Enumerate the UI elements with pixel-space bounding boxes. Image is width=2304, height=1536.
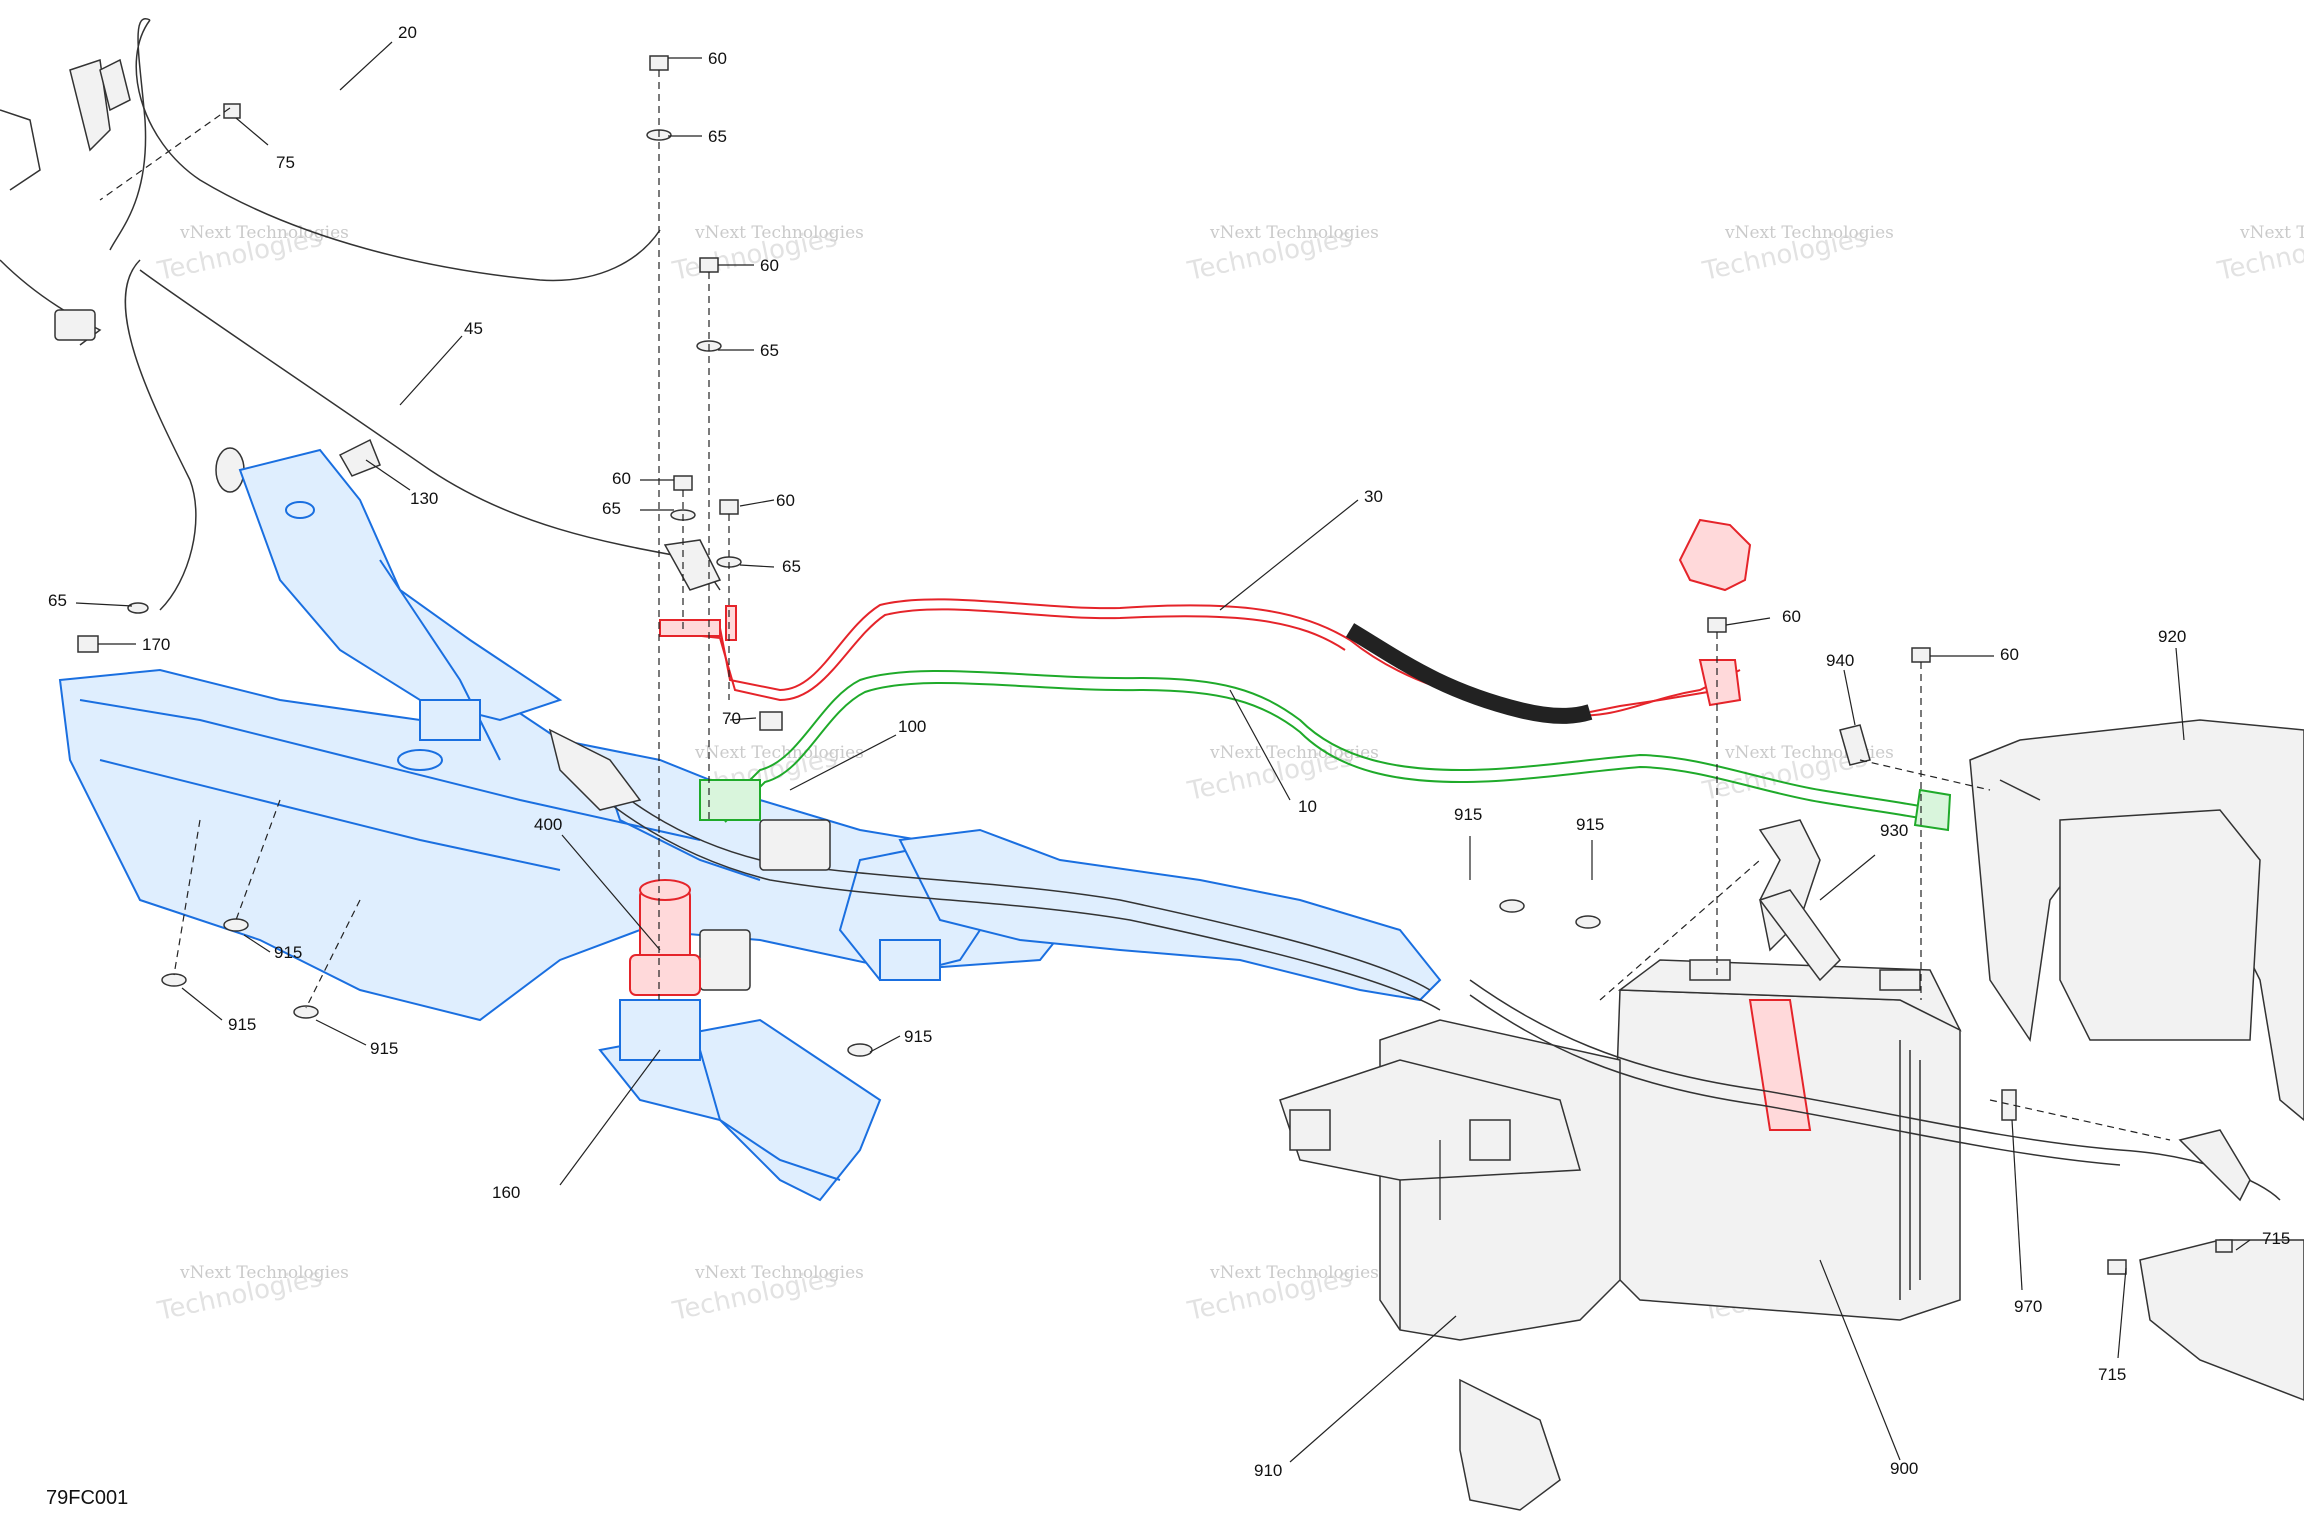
callout-65: 65 [782, 557, 801, 576]
callout-60: 60 [2000, 645, 2019, 664]
callout-970: 970 [2014, 1297, 2042, 1316]
svg-text:vNext Technologies: vNext Technologies [694, 743, 864, 763]
callout-70: 70 [722, 709, 741, 728]
svg-text:vNext Technologies: vNext Technologies [694, 223, 864, 243]
figure-id: 79FC001 [46, 1487, 128, 1509]
svg-text:vNext Technologies: vNext Technologies [2239, 223, 2304, 243]
fasteners [77, 55, 2233, 1275]
callout-65: 65 [602, 499, 621, 518]
callout-915: 915 [228, 1015, 256, 1034]
watermark: vNext Technologies Technologies [1184, 223, 1379, 287]
alignment-lines [99, 70, 2171, 1141]
callout-400: 400 [534, 815, 562, 834]
svg-text:vNext Technologies: vNext Technologies [1724, 223, 1894, 243]
battery-support-frame-160 [58, 448, 1442, 1202]
watermark: vNext Technologies Technologies [1699, 223, 1894, 287]
battery-tray-910 [1279, 1019, 1621, 1511]
callout-910: 910 [1254, 1461, 1282, 1480]
callout-60: 60 [1782, 607, 1801, 626]
callout-170: 170 [142, 635, 170, 654]
callout-65: 65 [708, 127, 727, 146]
main-harness [548, 728, 1441, 1011]
callout-900: 900 [1890, 1459, 1918, 1478]
leader-lines [75, 41, 2251, 1463]
callout-915: 915 [274, 943, 302, 962]
watermark: vNext Technologies Technologies [669, 1263, 864, 1327]
callout-60: 60 [760, 256, 779, 275]
callout-715: 715 [2262, 1229, 2290, 1248]
svg-text:vNext Technologies: vNext Technologies [179, 223, 349, 243]
callout-60: 60 [612, 469, 631, 488]
callout-915: 915 [1576, 815, 1604, 834]
callout-940: 940 [1826, 651, 1854, 670]
wiring-harness-45 [124, 259, 722, 611]
callout-915: 915 [904, 1027, 932, 1046]
callout-75: 75 [276, 153, 295, 172]
svg-text:vNext Technologies: vNext Technologies [694, 1263, 864, 1283]
callout-915: 915 [1454, 805, 1482, 824]
callout-65: 65 [48, 591, 67, 610]
callout-30: 30 [1364, 487, 1383, 506]
solenoid-relay-400 [629, 879, 701, 996]
wiring-harness-20 [0, 18, 661, 346]
watermark: vNext Technologies Technologies [1184, 1263, 1379, 1327]
battery-900 [1609, 959, 1962, 1321]
callout-160: 160 [492, 1183, 520, 1202]
watermark: vNext Technologies Technologies [154, 1263, 349, 1327]
callout-20: 20 [398, 23, 417, 42]
watermark: vNext Technologies Technologies [669, 223, 864, 287]
callouts: 20 75 45 130 65 170 60 65 60 65 60 65 60… [48, 23, 2290, 1480]
callout-930: 930 [1880, 821, 1908, 840]
callout-100: 100 [898, 717, 926, 736]
watermark: vNext Technologies Technologies [154, 223, 349, 287]
svg-text:vNext Technologies: vNext Technologies [1209, 223, 1379, 243]
svg-text:vNext Technologies: vNext Technologies [1209, 1263, 1379, 1283]
battery-strap-930 [1758, 819, 1841, 982]
tail-light-harness [1469, 979, 2304, 1401]
callout-45: 45 [464, 319, 483, 338]
svg-text:vNext Technologies: vNext Technologies [179, 1263, 349, 1283]
watermark: vNext Technologies Technologies [2214, 223, 2304, 287]
callout-60: 60 [708, 49, 727, 68]
callout-130: 130 [410, 489, 438, 508]
negative-cable-10 [699, 670, 1952, 832]
callout-915: 915 [370, 1039, 398, 1058]
callout-65: 65 [760, 341, 779, 360]
callout-10: 10 [1298, 797, 1317, 816]
callout-60: 60 [776, 491, 795, 510]
callout-715: 715 [2098, 1365, 2126, 1384]
callout-920: 920 [2158, 627, 2186, 646]
positive-cable-30 [659, 518, 1752, 724]
rear-cover-920 [1969, 719, 2304, 1121]
